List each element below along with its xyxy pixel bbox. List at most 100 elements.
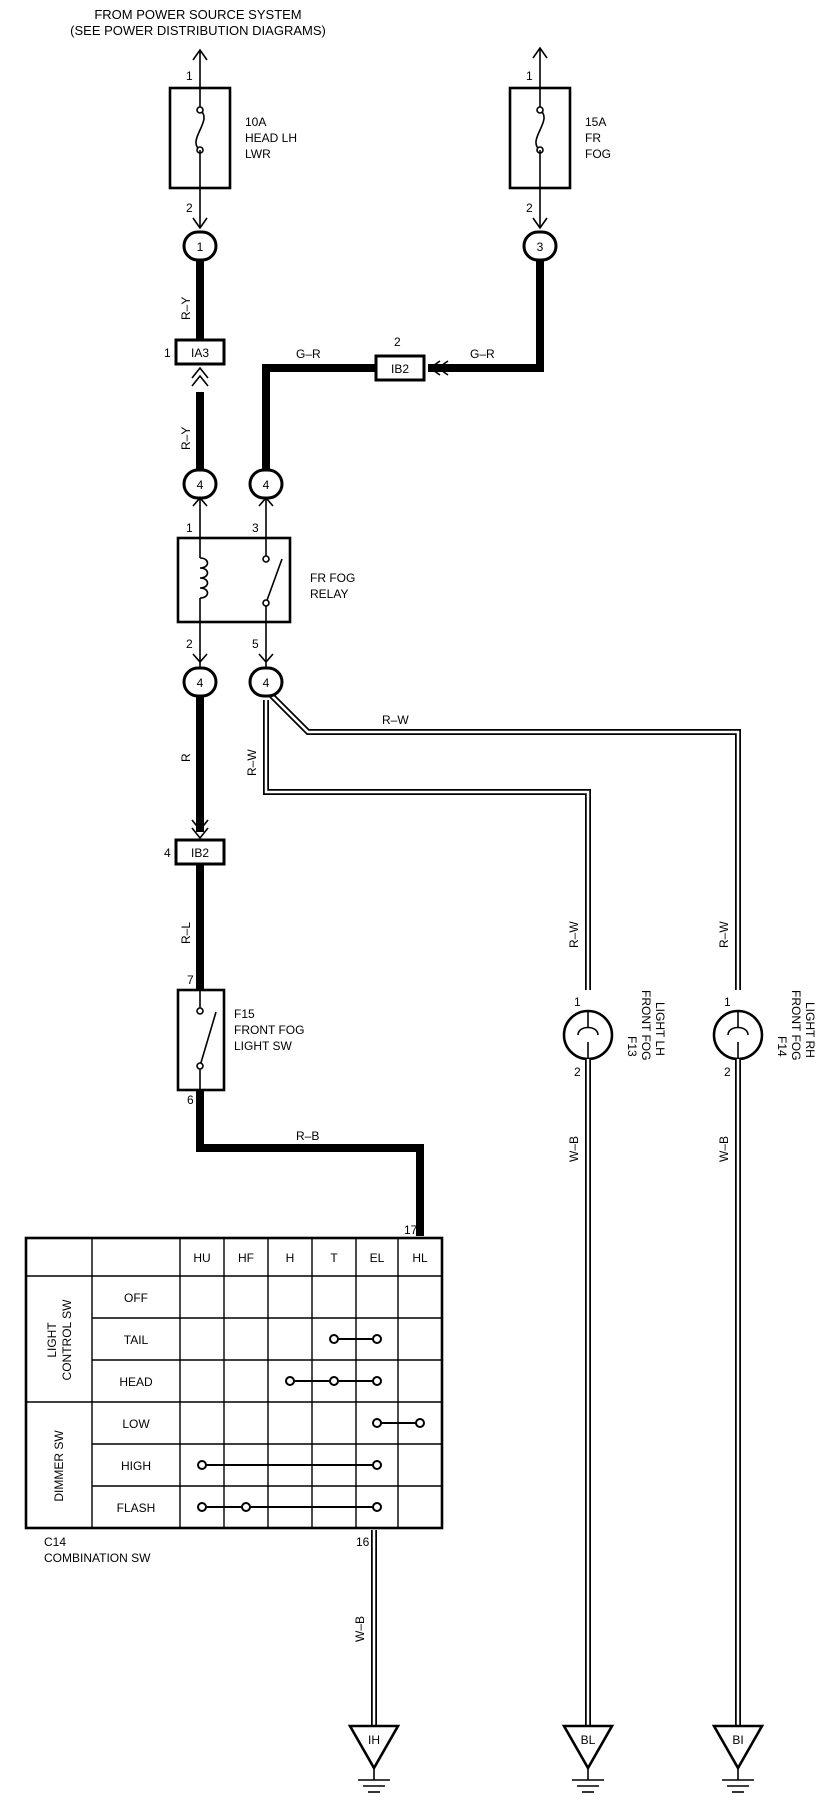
f13-code: F13 bbox=[625, 1036, 639, 1057]
label-wb-rh: W–B bbox=[717, 1136, 731, 1162]
svg-text:5: 5 bbox=[252, 637, 259, 651]
svg-text:6: 6 bbox=[187, 1093, 194, 1107]
label-rb: R–B bbox=[296, 1129, 319, 1143]
group-dimmer-1: DIMMER SW bbox=[52, 1430, 66, 1502]
svg-text:7: 7 bbox=[187, 973, 194, 987]
fuse-fr-fog: 1 2 15A FR FOG bbox=[508, 46, 611, 215]
ground-ih: IH bbox=[347, 1724, 401, 1793]
svg-text:BI: BI bbox=[732, 1733, 743, 1747]
svg-text:1: 1 bbox=[724, 995, 731, 1009]
col-hl: HL bbox=[412, 1251, 428, 1265]
junction-4-right-lower: 4 bbox=[248, 666, 284, 698]
svg-text:1: 1 bbox=[164, 346, 171, 360]
row-flash: FLASH bbox=[117, 1501, 156, 1515]
row-off: OFF bbox=[124, 1291, 148, 1305]
fuse-left-pin-top: 1 bbox=[186, 69, 193, 83]
switch-dot-tail-t bbox=[329, 1334, 339, 1344]
header-line-1: FROM POWER SOURCE SYSTEM bbox=[94, 7, 301, 22]
f13-name-2: LIGHT LH bbox=[653, 1002, 667, 1056]
row-head: HEAD bbox=[119, 1375, 153, 1389]
connector-ib2-top: IB2 2 bbox=[374, 335, 449, 382]
switch-dot-head-h bbox=[285, 1376, 295, 1386]
svg-text:4: 4 bbox=[197, 478, 204, 492]
group-light-control-1: LIGHT bbox=[45, 1322, 59, 1358]
f14-name-2: LIGHT RH bbox=[803, 1002, 817, 1058]
label-wb-comb: W–B bbox=[353, 1616, 367, 1642]
col-h: H bbox=[286, 1251, 295, 1265]
row-low: LOW bbox=[122, 1417, 150, 1431]
junction-4-left-upper: 4 bbox=[182, 468, 218, 500]
svg-text:2: 2 bbox=[724, 1065, 731, 1079]
switch-dot-flash-hf bbox=[241, 1502, 251, 1512]
fuse-right-pin-top: 1 bbox=[526, 69, 533, 83]
svg-text:IB2: IB2 bbox=[191, 846, 209, 860]
label-rl: R–L bbox=[179, 922, 193, 944]
label-rw-rh: R–W bbox=[717, 921, 731, 948]
junction-4-right-upper: 4 bbox=[248, 468, 284, 500]
fuse-right-line3: FOG bbox=[585, 147, 611, 161]
switch-dot-flash-hu bbox=[197, 1502, 207, 1512]
connector-ib2-mid: IB2 4 bbox=[164, 819, 226, 866]
header-line-2: (SEE POWER DISTRIBUTION DIAGRAMS) bbox=[70, 23, 326, 38]
fuse-left-line3: LWR bbox=[245, 147, 271, 161]
f14-code: F14 bbox=[775, 1036, 789, 1057]
junction-4-left-lower: 4 bbox=[182, 666, 218, 698]
label-rw-lh: R–W bbox=[567, 921, 581, 948]
switch-dot-high-el bbox=[372, 1460, 382, 1470]
svg-text:3: 3 bbox=[252, 521, 259, 535]
fr-fog-relay: 1 3 2 5 FR FOG RELAY bbox=[176, 498, 355, 668]
svg-text:2: 2 bbox=[574, 1065, 581, 1079]
junction-left-top: 1 bbox=[182, 230, 218, 262]
front-fog-light-switch: 7 6 F15 FRONT FOG LIGHT SW bbox=[176, 973, 304, 1107]
fuse-right-pin-bottom: 2 bbox=[526, 201, 533, 215]
switch-dot-head-el bbox=[372, 1376, 382, 1386]
f15-name-1: FRONT FOG bbox=[234, 1023, 304, 1037]
front-fog-light-lh: 1 2 F13 FRONT FOG LIGHT LH bbox=[562, 990, 667, 1079]
label-wb-lh: W–B bbox=[567, 1136, 581, 1162]
svg-text:3: 3 bbox=[537, 240, 544, 254]
svg-text:BL: BL bbox=[581, 1733, 596, 1747]
ground-bi: BI bbox=[711, 1724, 765, 1793]
label-rw-vert: R–W bbox=[245, 749, 259, 776]
comb-name: COMBINATION SW bbox=[44, 1551, 151, 1565]
svg-text:4: 4 bbox=[263, 676, 270, 690]
switch-dot-high-hu bbox=[197, 1460, 207, 1470]
switch-dot-tail-el bbox=[372, 1334, 382, 1344]
wire-rw bbox=[263, 687, 741, 990]
wire-wb bbox=[371, 1059, 741, 1726]
svg-text:4: 4 bbox=[263, 478, 270, 492]
svg-text:2: 2 bbox=[394, 335, 401, 349]
fuse-left-pin-bottom: 2 bbox=[186, 201, 193, 215]
svg-text:4: 4 bbox=[197, 676, 204, 690]
svg-text:2: 2 bbox=[186, 637, 193, 651]
f15-code: F15 bbox=[234, 1007, 255, 1021]
svg-text:1: 1 bbox=[197, 240, 204, 254]
combination-switch-table: HU HF H T EL HL OFF TAIL HEAD LOW HIGH F… bbox=[24, 1236, 444, 1530]
row-tail: TAIL bbox=[124, 1333, 149, 1347]
svg-text:IA3: IA3 bbox=[191, 346, 209, 360]
svg-text:1: 1 bbox=[574, 995, 581, 1009]
relay-name-line2: RELAY bbox=[310, 587, 348, 601]
svg-text:4: 4 bbox=[164, 846, 171, 860]
connector-ia3: IA3 1 bbox=[164, 338, 226, 387]
comb-code: C14 bbox=[44, 1535, 66, 1549]
wire-gr bbox=[262, 256, 544, 474]
row-high: HIGH bbox=[121, 1459, 151, 1473]
comb-pin-bottom: 16 bbox=[356, 1535, 370, 1549]
f14-name-1: FRONT FOG bbox=[789, 990, 803, 1060]
switch-dot-head-t bbox=[329, 1376, 339, 1386]
fuse-left-rating: 10A bbox=[245, 115, 266, 129]
comb-pin-top: 17 bbox=[404, 1223, 418, 1237]
fuse-left-line2: HEAD LH bbox=[245, 131, 297, 145]
label-rw-horiz: R–W bbox=[382, 713, 409, 727]
fuse-right-line2: FR bbox=[585, 131, 601, 145]
svg-text:IH: IH bbox=[368, 1733, 380, 1747]
col-t: T bbox=[330, 1251, 338, 1265]
label-gr-left: G–R bbox=[296, 347, 321, 361]
col-hf: HF bbox=[238, 1251, 254, 1265]
relay-name-line1: FR FOG bbox=[310, 571, 355, 585]
label-gr-right: G–R bbox=[470, 347, 495, 361]
svg-text:1: 1 bbox=[186, 521, 193, 535]
switch-dot-flash-el bbox=[372, 1502, 382, 1512]
